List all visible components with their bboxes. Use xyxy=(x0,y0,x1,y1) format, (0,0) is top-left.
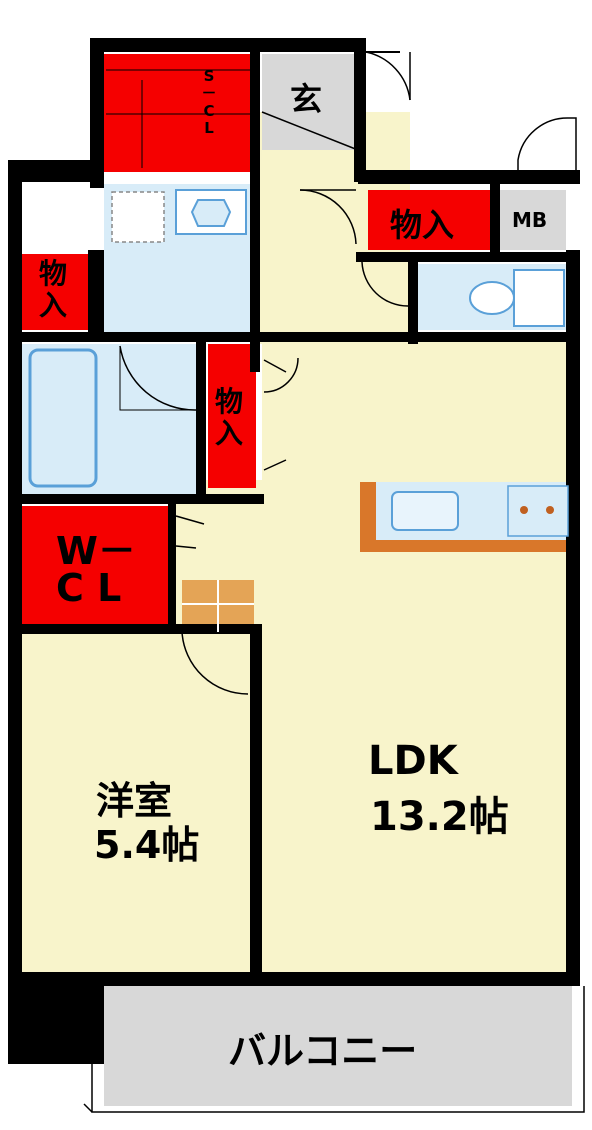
wall xyxy=(90,972,580,986)
entrance-label: 玄 xyxy=(290,80,323,118)
entrance-floor xyxy=(262,54,358,150)
mb-label: MB xyxy=(512,208,548,232)
western-room-size: 5.4帖 xyxy=(94,823,200,867)
wall xyxy=(196,336,206,502)
storage-top xyxy=(368,190,490,250)
wall xyxy=(8,160,104,182)
balcony-floor xyxy=(104,984,572,1106)
wall xyxy=(168,504,176,628)
wcl-label-line2: C L xyxy=(56,566,122,610)
storage-middle xyxy=(208,344,256,488)
wall xyxy=(90,38,104,188)
wall xyxy=(250,624,262,978)
wall xyxy=(490,184,500,254)
wall xyxy=(20,332,264,342)
western-room-floor xyxy=(20,632,250,972)
wall xyxy=(20,494,264,504)
wcl-storage xyxy=(20,506,168,624)
storage-left xyxy=(20,254,90,330)
wall xyxy=(408,258,418,344)
scl-label: S－CL xyxy=(201,67,217,137)
balcony-label: バルコニー xyxy=(228,1029,418,1073)
wall xyxy=(88,250,104,342)
ldk-size: 13.2帖 xyxy=(370,794,509,840)
wall xyxy=(8,972,104,1064)
wall xyxy=(8,160,22,1062)
western-room-name: 洋室 xyxy=(96,779,173,823)
wall xyxy=(262,332,578,342)
ldk-floor xyxy=(262,340,574,972)
storage-middle-label: 物入 xyxy=(214,385,243,451)
wall xyxy=(20,624,260,634)
wall xyxy=(354,38,366,182)
scl-storage xyxy=(104,54,250,172)
wall xyxy=(250,38,260,372)
storage-top-label: 物入 xyxy=(390,206,455,244)
mb-box xyxy=(500,190,566,250)
wcl-label-line1: W－ xyxy=(56,529,136,573)
wall xyxy=(358,170,580,184)
wall xyxy=(90,38,364,52)
storage-left-label: 物入 xyxy=(38,257,67,323)
wall xyxy=(356,252,580,262)
ldk-name: LDK xyxy=(368,738,458,784)
